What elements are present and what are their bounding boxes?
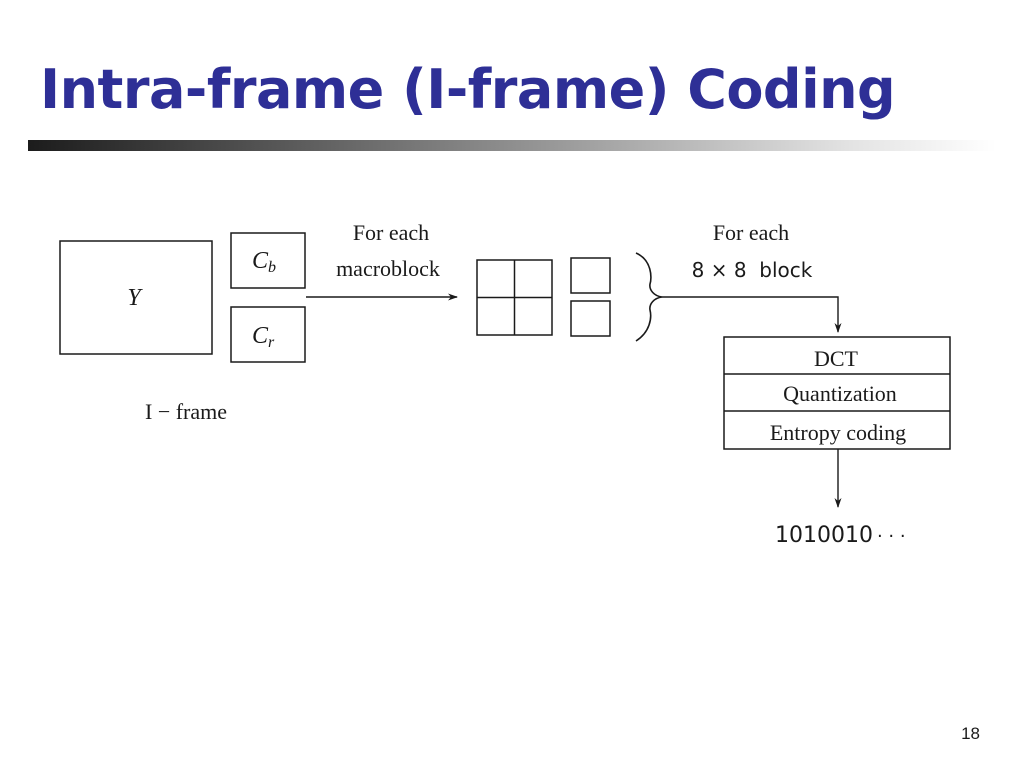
cb-plane-label: Cb <box>252 248 276 276</box>
stage-entropy-coding: Entropy coding <box>770 420 906 445</box>
cr-base: C <box>252 323 269 349</box>
output-ellipsis: · · · <box>877 526 906 547</box>
slide-title: Intra-frame (I-frame) Coding <box>40 58 896 121</box>
cr-plane-box <box>230 306 306 363</box>
title-divider <box>28 140 996 151</box>
macroblock-step-line2: macroblock <box>336 256 440 281</box>
stage-dct: DCT <box>814 346 859 371</box>
cb-subscript: b <box>268 259 276 276</box>
cb-base: C <box>252 248 269 274</box>
cr-subscript: r <box>268 334 275 351</box>
stage-quantization: Quantization <box>783 381 897 406</box>
luminance-block-grid <box>476 259 553 336</box>
cr-plane-label: Cr <box>252 323 275 351</box>
pipeline-box <box>723 336 951 450</box>
cb-plane-box <box>230 232 306 289</box>
block-step-line2: 8 × 8 block <box>692 258 813 282</box>
cb-block <box>570 257 611 294</box>
macroblock-step-line1: For each <box>353 220 429 245</box>
output-bitstream: 1010010· · · <box>775 523 906 548</box>
y-plane-box <box>59 240 213 355</box>
curly-brace <box>635 252 663 342</box>
block-step-line1: For each <box>713 220 789 245</box>
cr-block <box>570 300 611 337</box>
i-frame-caption: I − frame <box>145 399 227 424</box>
y-plane-label: Y <box>127 285 143 311</box>
arrow-to-dct <box>662 296 842 333</box>
page-number: 18 <box>961 724 980 743</box>
output-bits: 1010010 <box>775 523 873 548</box>
